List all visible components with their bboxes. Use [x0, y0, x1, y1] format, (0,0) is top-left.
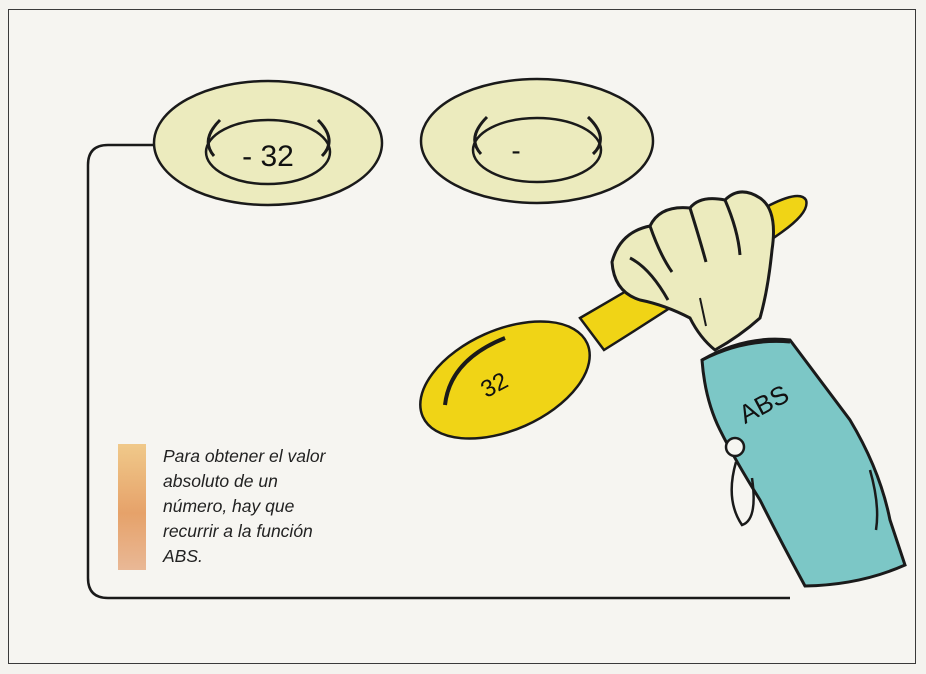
- plate-right: -: [421, 79, 653, 203]
- caption-line: absoluto de un: [163, 469, 393, 494]
- sleeve: ABS: [702, 339, 905, 586]
- caption-line: ABS.: [163, 544, 393, 569]
- caption-line: Para obtener el valor: [163, 444, 393, 469]
- caption-line: número, hay que: [163, 494, 393, 519]
- plate-right-value: -: [511, 135, 520, 166]
- caption-line: recurrir a la función: [163, 519, 393, 544]
- plate-left: - 32: [154, 81, 382, 205]
- caption-accent-bar: [118, 444, 146, 570]
- plate-left-value: - 32: [242, 140, 294, 173]
- caption-text: Para obtener el valor absoluto de un núm…: [163, 444, 393, 569]
